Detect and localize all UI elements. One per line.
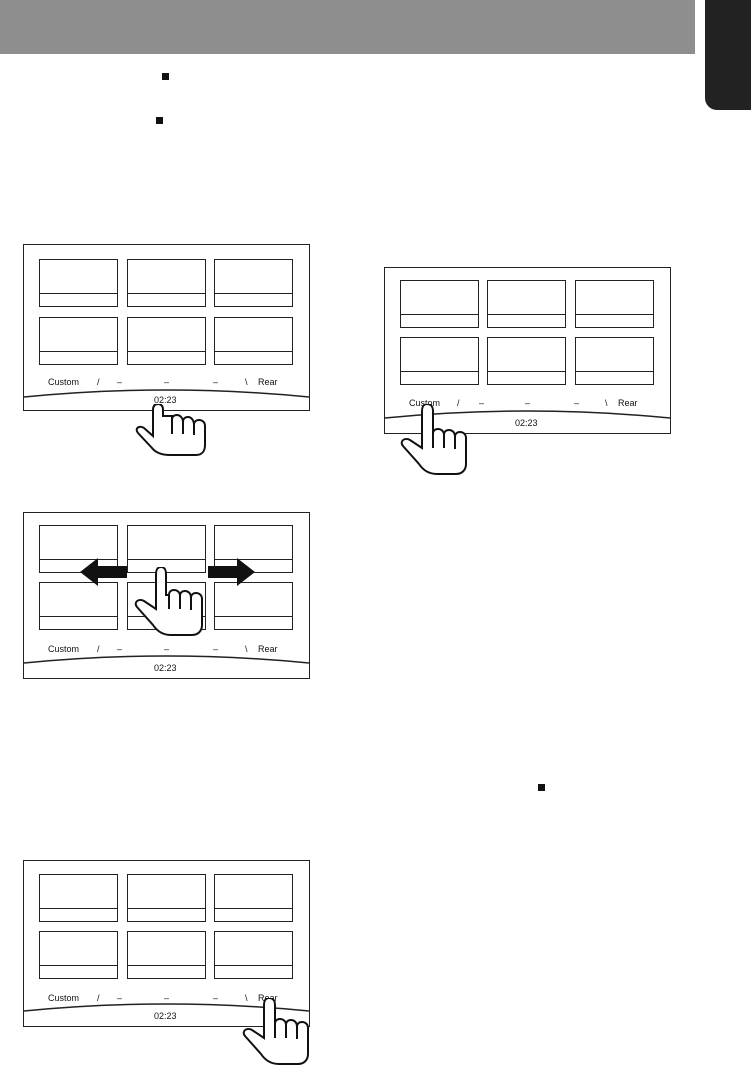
preset-tile[interactable] [214,317,293,365]
arrow-right-icon [208,558,255,586]
header-bar [0,0,695,54]
pointing-hand-icon [134,567,203,636]
custom-label[interactable]: Custom [48,993,80,1003]
backslash-label: \ [245,377,248,387]
dash-label: – [164,993,170,1003]
preset-tile[interactable] [39,525,118,573]
backslash-label: \ [245,644,248,654]
bullet-marker [156,117,163,124]
preset-tile[interactable] [127,525,206,573]
dash-label: – [213,993,219,1003]
arrow-left-icon [80,558,127,586]
preset-tile[interactable] [39,259,118,307]
preset-tile[interactable] [127,931,206,979]
custom-label[interactable]: Custom [48,377,80,387]
rear-label[interactable]: Rear [618,398,638,408]
rear-label[interactable]: Rear [258,377,278,387]
clock-time: 02:23 [515,418,538,428]
dash-label: – [525,398,531,408]
dash-label: – [213,377,219,387]
dash-label: – [164,644,170,654]
slash-label: / [97,377,100,387]
preset-tile[interactable] [575,280,654,328]
preset-tile[interactable] [487,280,566,328]
preset-tile[interactable] [127,317,206,365]
pointing-hand-icon [135,404,206,456]
pointing-hand-icon [242,998,309,1065]
screen-panel-1: Custom / – – – \ Rear 02:23 [23,244,310,411]
preset-tile[interactable] [214,259,293,307]
slash-label: / [97,993,100,1003]
backslash-label: \ [245,993,248,1003]
dash-label: – [117,644,123,654]
backslash-label: \ [605,398,608,408]
preset-tile[interactable] [127,259,206,307]
preset-tile[interactable] [214,931,293,979]
dash-label: – [117,377,123,387]
preset-tile[interactable] [487,337,566,385]
preset-tile[interactable] [214,525,293,573]
screen-panel-4: Custom / – – – \ Rear 02:23 [23,860,310,1027]
preset-tile[interactable] [400,280,479,328]
preset-tile[interactable] [575,337,654,385]
preset-tile[interactable] [214,582,293,630]
preset-tile[interactable] [39,931,118,979]
preset-tile[interactable] [127,874,206,922]
preset-tile[interactable] [400,337,479,385]
bullet-marker [162,73,169,80]
screen-curve [24,655,309,664]
preset-tile[interactable] [39,317,118,365]
custom-label[interactable]: Custom [409,398,441,408]
clock-time: 02:23 [154,1011,177,1021]
custom-label[interactable]: Custom [48,644,80,654]
rear-label[interactable]: Rear [258,644,278,654]
dash-label: – [164,377,170,387]
dash-label: – [213,644,219,654]
screen-curve [24,389,309,398]
slash-label: / [97,644,100,654]
dash-label: – [117,993,123,1003]
dash-label: – [479,398,485,408]
preset-tile[interactable] [39,582,118,630]
bullet-marker [538,784,545,791]
clock-time: 02:23 [154,663,177,673]
preset-tile[interactable] [39,874,118,922]
dash-label: – [574,398,580,408]
pointing-hand-icon [400,404,467,475]
preset-tile[interactable] [214,874,293,922]
language-side-tab [705,0,751,110]
clock-time: 02:23 [154,395,177,405]
slash-label: / [457,398,460,408]
